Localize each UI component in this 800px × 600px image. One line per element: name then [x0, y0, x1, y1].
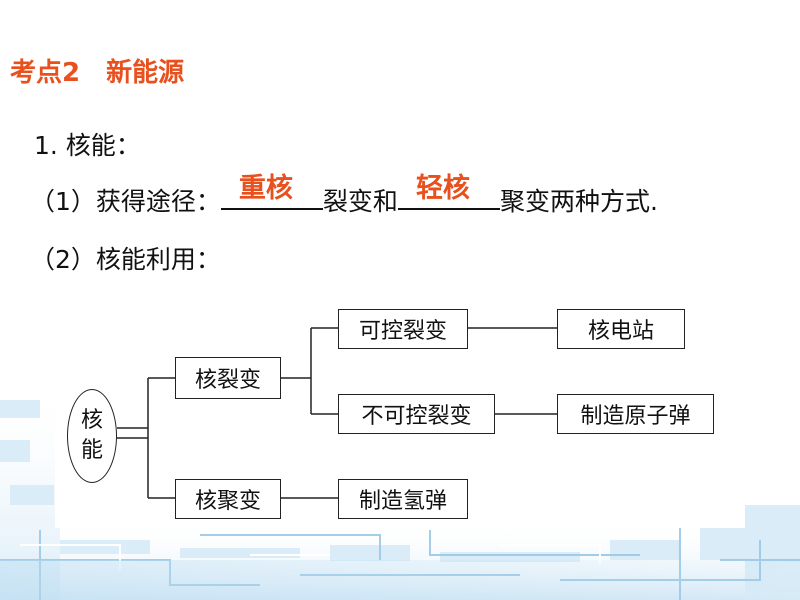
root-node-char-2: 能	[80, 438, 103, 463]
heading-label: 考点2	[10, 58, 81, 88]
heading-title: 新能源	[106, 58, 185, 88]
answer-blank-2: 轻核	[397, 173, 500, 210]
diagram-connectors	[117, 327, 557, 499]
answer-1: 重核	[238, 173, 293, 204]
root-node-nuclear-energy: 核 能	[67, 389, 117, 483]
answer-blank-1: 重核	[220, 173, 323, 210]
node-hydrogen-bomb: 制造氢弹	[338, 479, 468, 519]
section-heading: 考点2 新能源	[10, 52, 184, 89]
node-fission: 核裂变	[175, 357, 281, 399]
node-power-station: 核电站	[557, 309, 685, 349]
node-atomic-bomb: 制造原子弹	[557, 394, 714, 434]
answer-2: 轻核	[415, 173, 470, 204]
root-node-char-1: 核	[80, 408, 103, 433]
item-2-line: （2）核能利用：	[30, 245, 221, 274]
item-1-middle: 裂变和	[322, 187, 398, 216]
subsection-title: 1. 核能：	[34, 131, 141, 160]
node-fusion: 核聚变	[175, 479, 281, 519]
node-uncontrolled-fission: 不可控裂变	[338, 394, 495, 434]
node-controlled-fission: 可控裂变	[338, 309, 468, 349]
item-1-suffix: 聚变两种方式.	[499, 187, 658, 216]
nuclear-energy-diagram: 核 能 核裂变 核聚变 可控裂变 不可控裂变 核电站 制造原子弹 制造氢弹	[55, 302, 745, 528]
item-1-prefix: （1）获得途径：	[30, 187, 221, 216]
item-1-line: （1）获得途径： 重核裂变和轻核聚变两种方式.	[30, 173, 658, 218]
